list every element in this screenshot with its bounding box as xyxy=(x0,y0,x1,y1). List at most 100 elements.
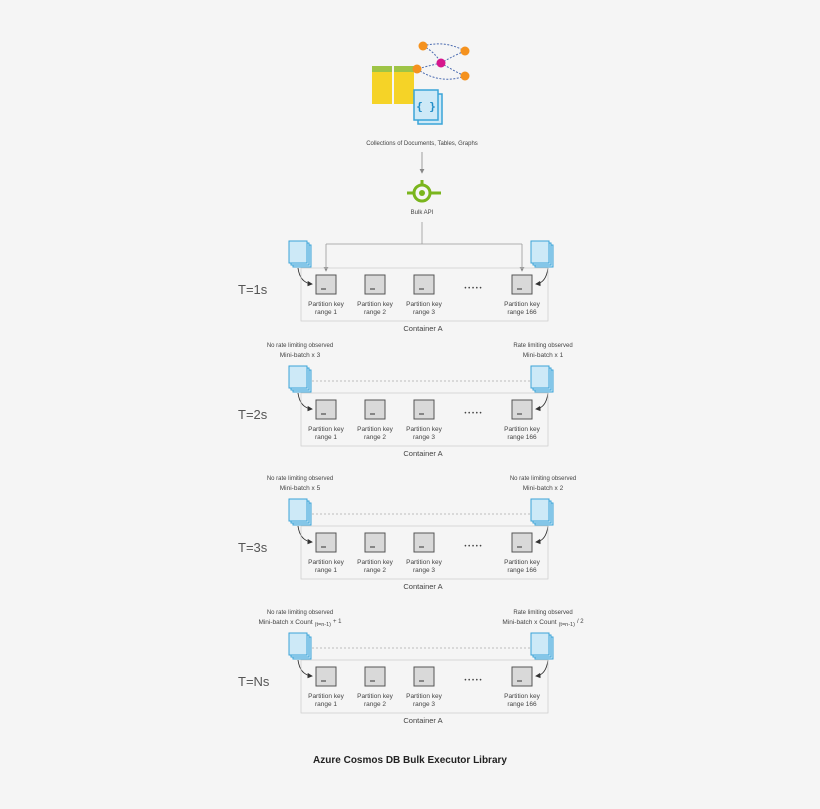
document-stack-icon xyxy=(288,498,312,526)
svg-text:Partition key: Partition key xyxy=(406,301,443,308)
svg-text:range 166: range 166 xyxy=(507,567,537,574)
time-label: T=3s xyxy=(238,540,268,555)
right-rate-note: Rate limiting observed xyxy=(513,610,572,616)
svg-text:range 166: range 166 xyxy=(507,309,537,316)
right-rate-note: Rate limiting observed xyxy=(513,343,572,349)
right-batch-label: Mini-batch x 2 xyxy=(523,485,564,492)
container-frame xyxy=(300,392,549,447)
svg-text:Partition key: Partition key xyxy=(357,301,394,308)
document-stack-icon xyxy=(288,365,312,393)
container-label: Container A xyxy=(403,324,442,333)
collections-icon: { } xyxy=(372,41,470,125)
left-batch-label: Mini-batch x 5 xyxy=(280,485,321,492)
svg-text:Partition key: Partition key xyxy=(308,693,345,700)
time-label: T=Ns xyxy=(238,674,270,689)
document-stack-icon xyxy=(288,632,312,660)
svg-text:range 1: range 1 xyxy=(315,701,337,708)
svg-text:range 1: range 1 xyxy=(315,434,337,441)
left-ingest-arrow xyxy=(297,525,313,545)
ellipsis: • • • • • xyxy=(464,286,481,292)
svg-text:Partition key: Partition key xyxy=(357,693,394,700)
ellipsis: • • • • • xyxy=(464,678,481,684)
time-label: T=1s xyxy=(238,282,268,297)
document-stack-icon xyxy=(530,632,554,660)
left-batch-label: Mini-batch x 3 xyxy=(280,352,321,359)
container-label: Container A xyxy=(403,449,442,458)
svg-text:range 1: range 1 xyxy=(315,567,337,574)
left-rate-note: No rate limiting observed xyxy=(267,476,333,482)
svg-text:Partition key: Partition key xyxy=(406,693,443,700)
time-step-row: No rate limiting observed No rate limitin… xyxy=(238,476,576,591)
svg-text:Partition key: Partition key xyxy=(308,301,345,308)
svg-text:range 2: range 2 xyxy=(364,434,386,441)
svg-text:range 166: range 166 xyxy=(507,701,537,708)
svg-text:range 2: range 2 xyxy=(364,309,386,316)
container-frame xyxy=(300,267,549,322)
svg-text:Partition key: Partition key xyxy=(308,426,345,433)
left-batch-label: Mini-batch x Count(t=n-1)+ 1 xyxy=(258,619,342,628)
svg-text:range 2: range 2 xyxy=(364,567,386,574)
svg-text:Partition key: Partition key xyxy=(308,559,345,566)
container-frame xyxy=(300,525,549,580)
svg-text:range 3: range 3 xyxy=(413,701,435,708)
collections-label: Collections of Documents, Tables, Graphs xyxy=(366,141,478,147)
document-stack-icon xyxy=(288,240,312,268)
left-ingest-arrow xyxy=(297,392,313,412)
svg-text:Partition key: Partition key xyxy=(406,559,443,566)
right-batch-label: Mini-batch x Count(t=n-1)/ 2 xyxy=(502,619,584,628)
ellipsis: • • • • • xyxy=(464,544,481,550)
time-step-row: No rate limiting observed Rate limiting o… xyxy=(238,343,573,458)
svg-text:Partition key: Partition key xyxy=(406,426,443,433)
diagram-caption: Azure Cosmos DB Bulk Executor Library xyxy=(313,755,507,766)
left-rate-note: No rate limiting observed xyxy=(267,343,333,349)
graph-icon xyxy=(412,41,470,81)
svg-text:Partition key: Partition key xyxy=(357,426,394,433)
container-label: Container A xyxy=(403,582,442,591)
bulk-api-icon xyxy=(407,180,441,203)
document-icon: { } xyxy=(413,89,443,125)
svg-text:range 1: range 1 xyxy=(315,309,337,316)
right-rate-note: No rate limiting observed xyxy=(510,476,576,482)
svg-text:range 3: range 3 xyxy=(413,567,435,574)
svg-text:Partition key: Partition key xyxy=(504,693,541,700)
ellipsis: • • • • • xyxy=(464,411,481,417)
svg-text:range 3: range 3 xyxy=(413,309,435,316)
svg-text:range 2: range 2 xyxy=(364,701,386,708)
document-stack-icon xyxy=(530,498,554,526)
document-stack-icon xyxy=(530,240,554,268)
left-ingest-arrow xyxy=(297,659,313,679)
time-label: T=2s xyxy=(238,407,268,422)
container-label: Container A xyxy=(403,716,442,725)
right-ingest-arrow xyxy=(535,392,549,412)
document-stack-icon xyxy=(530,365,554,393)
left-ingest-arrow xyxy=(297,267,313,287)
svg-text:range 3: range 3 xyxy=(413,434,435,441)
bulk-api-label: Bulk API xyxy=(411,210,434,216)
api-fanout-line xyxy=(326,222,522,245)
svg-text:{ }: { } xyxy=(416,100,436,113)
svg-text:Partition key: Partition key xyxy=(504,559,541,566)
table-icon xyxy=(372,66,414,104)
right-ingest-arrow xyxy=(535,659,549,679)
right-batch-label: Mini-batch x 1 xyxy=(523,352,564,359)
left-rate-note: No rate limiting observed xyxy=(267,610,333,616)
svg-text:Partition key: Partition key xyxy=(504,301,541,308)
svg-text:Partition key: Partition key xyxy=(357,559,394,566)
